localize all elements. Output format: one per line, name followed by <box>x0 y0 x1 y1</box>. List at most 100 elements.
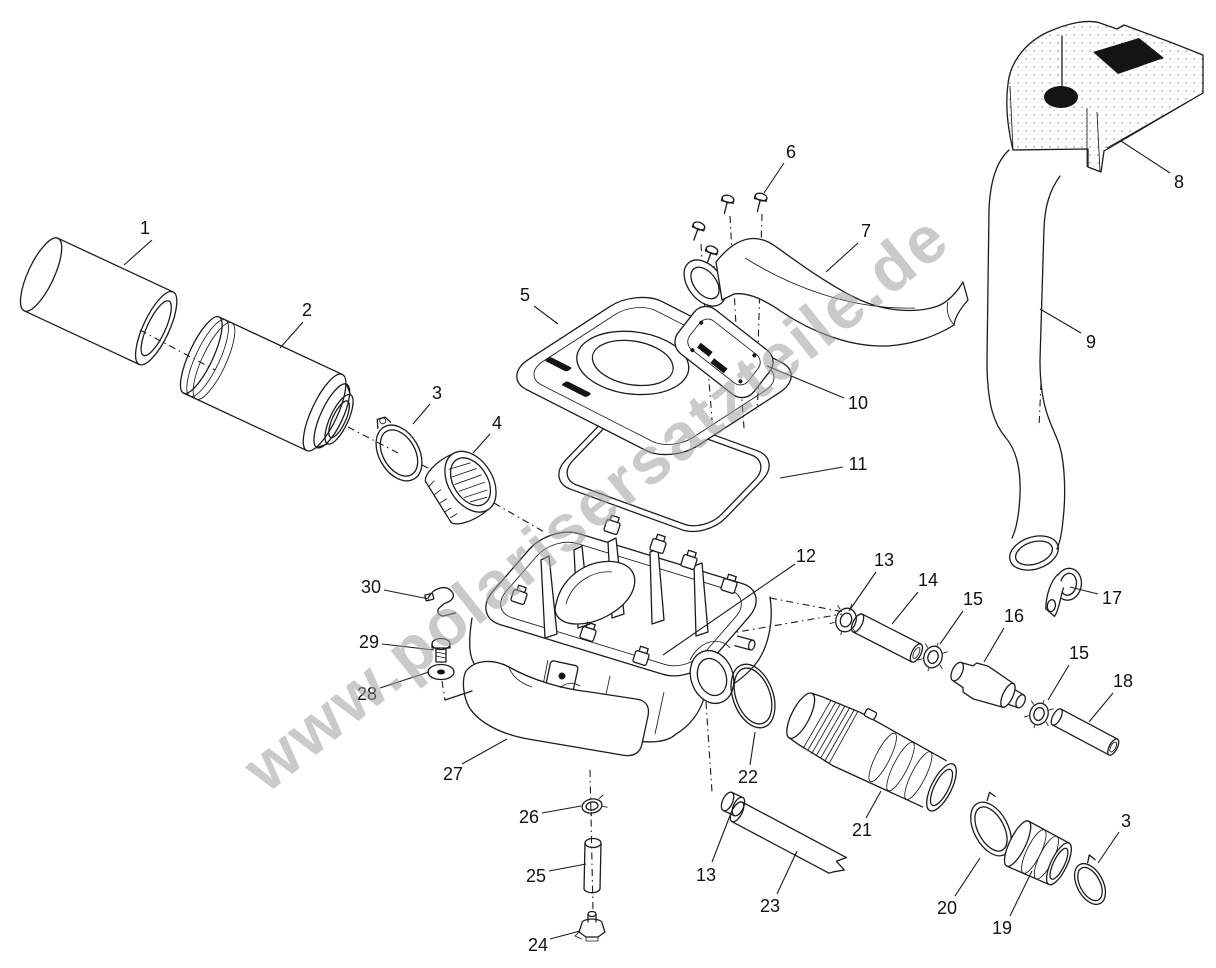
part-label-26: 26 <box>519 807 539 827</box>
part-clamp-ring-3 <box>362 408 432 489</box>
part-label-24: 24 <box>528 935 548 955</box>
leader-line-22 <box>750 732 755 765</box>
part-label-20: 20 <box>937 898 957 918</box>
part-label-3: 3 <box>1121 811 1131 831</box>
leader-line-13 <box>849 572 876 611</box>
part-label-29: 29 <box>359 632 379 652</box>
part-label-16: 16 <box>1004 606 1024 626</box>
leader-line-30 <box>384 590 429 599</box>
part-label-13: 13 <box>696 865 716 885</box>
part-label-1: 1 <box>140 218 150 238</box>
part-vent-tube-14 <box>849 612 925 664</box>
part-side-panel <box>463 661 648 755</box>
part-label-11: 11 <box>849 454 868 474</box>
leader-line-25 <box>549 864 586 871</box>
part-adapter-nut <box>420 441 507 530</box>
leader-line-16 <box>984 628 1004 662</box>
part-check-valve-16 <box>945 653 1032 719</box>
leader-line-14 <box>892 592 918 624</box>
leader-line-3 <box>1098 832 1119 863</box>
part-boot-21 <box>779 679 967 819</box>
part-air-filter <box>173 312 365 461</box>
part-label-25: 25 <box>526 866 546 886</box>
leader-line-15 <box>1048 665 1069 700</box>
leader-line-2 <box>280 322 303 348</box>
part-sleeve-19 <box>999 818 1077 890</box>
part-clamp-ring-3b <box>1066 854 1114 910</box>
part-prefilter-tube <box>12 233 184 370</box>
part-foam-seal-block <box>1007 21 1203 172</box>
part-clip-30 <box>424 585 458 619</box>
part-label-6: 6 <box>786 142 796 162</box>
part-clamp-13a <box>827 599 865 640</box>
part-label-13: 13 <box>874 550 894 570</box>
part-cable-clamp-17 <box>1044 565 1084 620</box>
part-drain-tube-25 <box>584 839 601 893</box>
leader-line-29 <box>382 644 434 650</box>
part-screw-29 <box>432 639 450 663</box>
leader-line-13 <box>712 813 731 862</box>
part-label-14: 14 <box>918 570 938 590</box>
part-clamp-15a <box>916 638 951 675</box>
leader-line-3 <box>413 404 430 424</box>
part-label-9: 9 <box>1086 332 1096 352</box>
leader-layer <box>124 141 1170 939</box>
part-clamp-26 <box>581 795 609 818</box>
leader-line-18 <box>1089 693 1113 722</box>
leader-line-11 <box>780 467 843 478</box>
part-label-12: 12 <box>796 546 816 566</box>
part-label-30: 30 <box>361 577 381 597</box>
leader-line-20 <box>955 858 980 896</box>
leader-line-7 <box>826 243 858 272</box>
leader-line-4 <box>473 434 490 453</box>
part-washer-28 <box>428 665 454 680</box>
leader-line-6 <box>764 163 784 193</box>
leader-line-1 <box>124 240 152 265</box>
part-label-19: 19 <box>992 918 1012 938</box>
part-label-3: 3 <box>432 383 442 403</box>
part-label-2: 2 <box>302 300 312 320</box>
part-vent-tube-23 <box>727 800 849 879</box>
part-label-15: 15 <box>963 589 983 609</box>
leader-line-28 <box>380 672 429 688</box>
leader-line-5 <box>534 306 558 324</box>
part-screws-6 <box>688 192 767 266</box>
part-intake-duct <box>676 239 968 346</box>
part-label-15: 15 <box>1069 643 1089 663</box>
leader-line-15 <box>940 611 963 644</box>
part-label-27: 27 <box>443 764 463 784</box>
leader-line-24 <box>550 931 580 939</box>
part-adapter-plate <box>669 300 779 403</box>
part-snorkel-tube <box>987 150 1065 576</box>
axis-lines <box>140 330 1041 910</box>
leader-line-17 <box>1070 587 1098 594</box>
part-label-7: 7 <box>861 221 871 241</box>
leader-line-9 <box>1040 309 1081 333</box>
leader-line-8 <box>1121 141 1170 173</box>
part-label-8: 8 <box>1174 172 1184 192</box>
part-label-5: 5 <box>520 285 530 305</box>
part-label-22: 22 <box>738 767 758 787</box>
leader-line-19 <box>1010 871 1032 916</box>
leader-line-21 <box>866 791 881 818</box>
part-drain-fitting-24 <box>575 912 605 942</box>
leader-line-12 <box>663 564 795 655</box>
part-label-23: 23 <box>760 896 780 916</box>
leader-line-10 <box>767 366 844 398</box>
part-label-4: 4 <box>492 413 502 433</box>
leader-line-26 <box>542 806 581 813</box>
part-label-21: 21 <box>852 820 872 840</box>
part-label-28: 28 <box>357 684 377 704</box>
part-o-ring-22 <box>723 658 783 734</box>
part-clamp-13b <box>719 790 747 817</box>
part-vent-tube-18 <box>1049 707 1121 757</box>
part-label-10: 10 <box>848 393 868 413</box>
leader-line-23 <box>777 851 797 894</box>
part-clamp-15b <box>1022 695 1057 732</box>
part-label-18: 18 <box>1113 671 1133 691</box>
leader-line-27 <box>462 739 507 764</box>
part-airbox-body <box>470 514 772 742</box>
